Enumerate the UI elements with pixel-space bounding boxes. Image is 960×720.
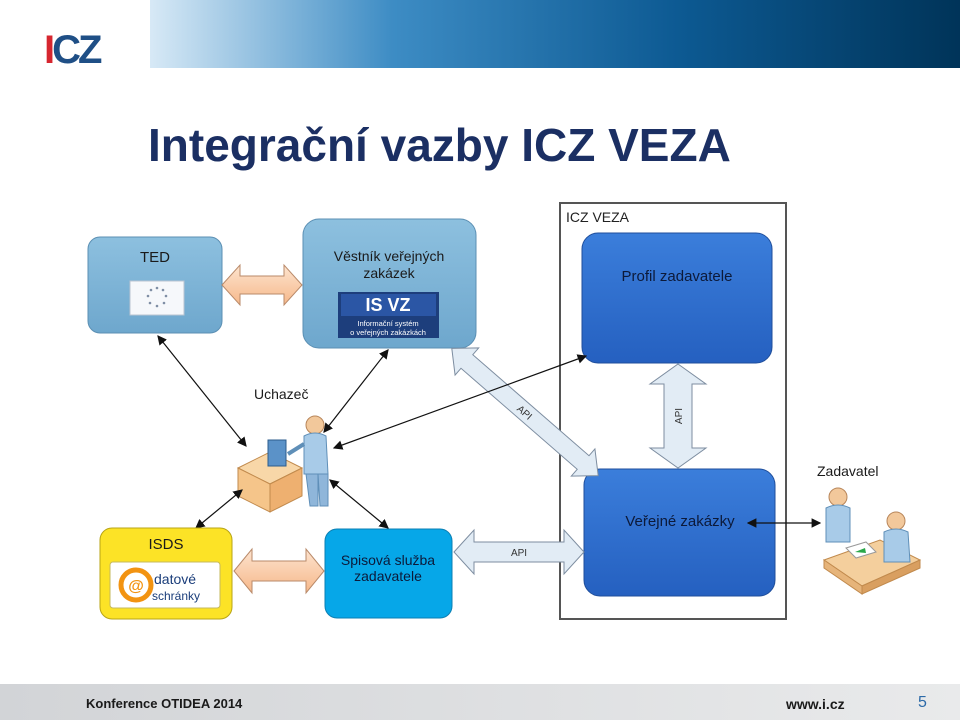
vestnik-label-2: zakázek: [363, 265, 415, 281]
footer-conference: Konference OTIDEA 2014: [86, 696, 243, 711]
spisova-label-2: zadavatele: [354, 568, 422, 584]
page-number: 5: [918, 694, 927, 711]
verejne-zakazky-label: Veřejné zakázky: [625, 513, 735, 530]
footer-bar: [0, 684, 960, 720]
eu-stars-icon: [146, 286, 168, 308]
svg-text:@: @: [128, 578, 144, 595]
connector-ted-uchazec: [157, 335, 247, 447]
ted-vestnik-arrow: [221, 263, 303, 307]
schranky-label: schránky: [152, 589, 200, 603]
integration-diagram: ICZ VEZA TED Věstník veřejných zakázek I…: [87, 202, 922, 620]
profil-zadavatele-label: Profil zadavatele: [622, 268, 733, 285]
connector-uchazec-profil: [332, 354, 588, 450]
verejne-zakazky-box: [583, 468, 776, 597]
api-vertical-arrow: [648, 363, 708, 469]
connector-uchazec-spis: [329, 479, 389, 529]
header-gradient-bar: [150, 0, 960, 68]
eu-flag-icon: [129, 280, 185, 316]
profil-zadavatele-box: [581, 232, 773, 364]
zadavatel-label: Zadavatel: [817, 463, 878, 479]
api-horizontal-label: API: [511, 548, 527, 559]
vestnik-label-1: Věstník veřejných: [334, 248, 445, 264]
icz-veza-label: ICZ VEZA: [566, 209, 630, 225]
uchazec-label: Uchazeč: [254, 386, 308, 402]
icz-logo: ICZ: [44, 28, 102, 72]
isvz-sub-2: o veřejných zakázkách: [350, 328, 426, 337]
at-sign-icon: [118, 567, 154, 603]
connector-uchazec-isds: [195, 489, 243, 529]
datove-schranky-logo: [109, 561, 221, 609]
ted-label: TED: [140, 249, 170, 266]
isds-label: ISDS: [148, 536, 183, 553]
api-vertical-label: API: [674, 408, 685, 424]
isvz-sub-1: Informační systém: [357, 319, 418, 328]
slide-title: Integrační vazby ICZ VEZA: [148, 119, 731, 171]
isvz-logo-text: IS VZ: [365, 295, 410, 315]
spisova-label-1: Spisová služba: [341, 552, 435, 568]
zadavatel-people-icon: [822, 487, 922, 595]
uchazec-person-icon: [236, 415, 329, 513]
spisova-sluzba-box: [324, 528, 453, 619]
datove-label: datové: [154, 571, 196, 587]
connector-vestnik-uchazec: [323, 349, 389, 433]
api-horizontal-arrow: [453, 528, 585, 576]
isds-spis-arrow: [233, 547, 325, 595]
footer-url[interactable]: www.i.cz: [786, 696, 845, 712]
